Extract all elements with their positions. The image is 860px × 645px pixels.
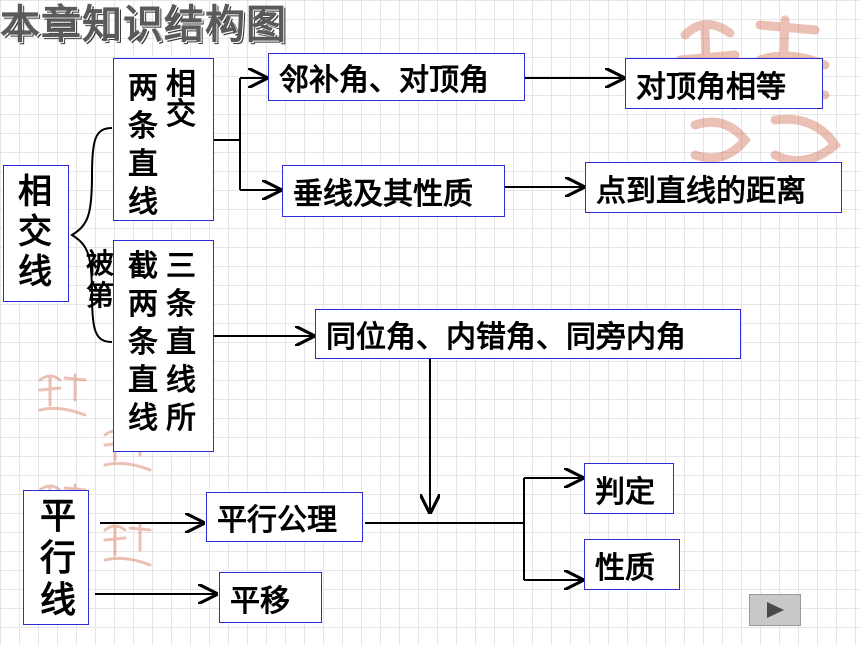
seal-stamp-icon: [38, 373, 87, 417]
two-lines-col1: 两条直线: [128, 71, 158, 220]
node-adjacent-vertical: 邻补角、对顶角: [268, 53, 525, 101]
intersecting-lines-label: 相交线: [18, 172, 52, 292]
transversal-col2: 三条直线所: [166, 249, 196, 436]
two-lines-col2: 相 交: [166, 67, 196, 132]
seal-stamp-icon: [675, 15, 841, 166]
parallel-lines-box: [23, 490, 89, 625]
brace: [70, 127, 113, 343]
node-vertical-equal: 对顶角相等: [625, 58, 823, 109]
play-next-icon: [767, 602, 784, 618]
transversal-box: [113, 240, 214, 452]
transversal-side: 被第: [86, 247, 115, 312]
seal-stamp-icon: [103, 523, 152, 567]
node-parallel-axiom: 平行公理: [206, 492, 363, 542]
node-angles: 同位角、内错角、同旁内角: [315, 309, 741, 359]
parallel-lines-label: 平行线: [40, 496, 77, 621]
two-lines-intersect-box: [113, 58, 214, 221]
node-point-line-distance: 点到直线的距离: [585, 162, 842, 213]
next-slide-button[interactable]: [749, 594, 801, 626]
intersecting-lines-box: [3, 165, 69, 302]
node-translation: 平移: [219, 572, 322, 623]
node-judgement: 判定: [584, 463, 674, 514]
node-properties: 性质: [584, 539, 680, 590]
node-perpendicular: 垂线及其性质: [282, 165, 505, 217]
transversal-col1: 截 两条直线: [128, 249, 158, 436]
page-title: 本章知识结构图: [0, 2, 287, 48]
